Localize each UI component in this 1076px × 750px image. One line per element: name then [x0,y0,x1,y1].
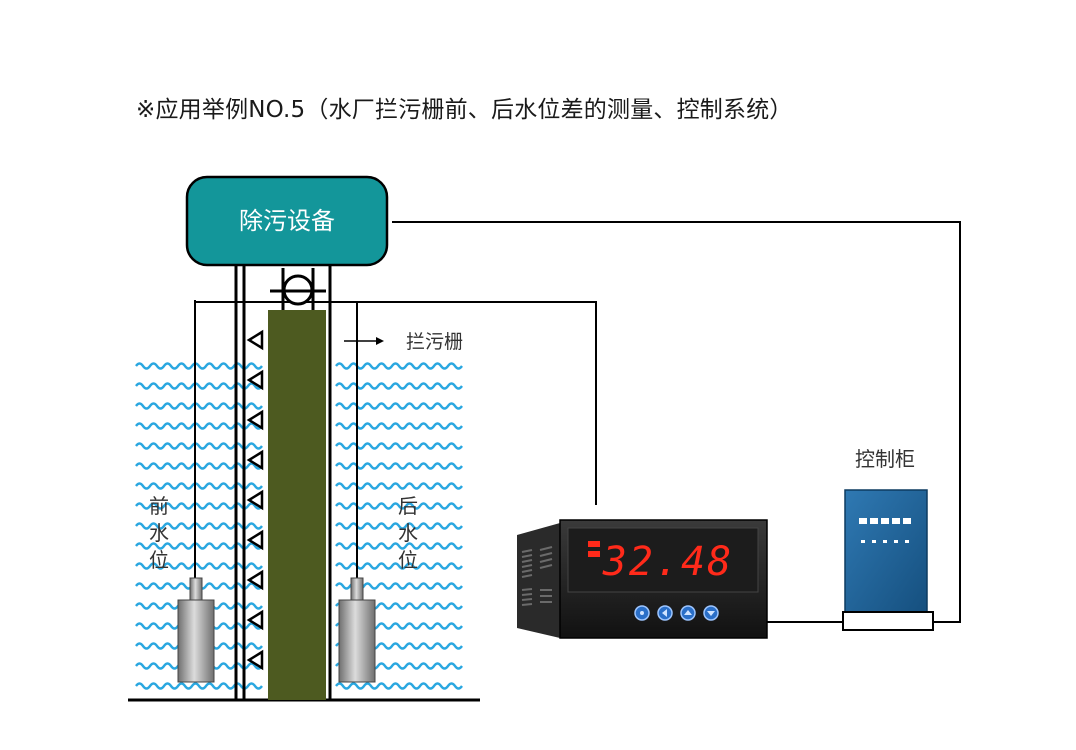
meter-buttons [634,605,719,621]
triangle-marker-icon [246,609,264,631]
triangle-marker-icon [246,369,264,391]
water-wave-right [335,362,463,370]
rear-level-char-3: 位 [398,548,418,572]
front-level-char-2: 水 [149,521,169,545]
rear-level-char-1: 后 [398,494,418,518]
sensor-signal-cable [194,300,597,505]
water-wave-left [135,362,263,370]
display-value: 32.48 [602,539,733,585]
page-title: ※应用举例NO.5（水厂拦污栅前、后水位差的测量、控制系统） [136,97,793,123]
water-wave-right [335,442,463,450]
water-wave-left [135,442,263,450]
flow-markers [246,329,264,671]
triangle-marker-icon [246,569,264,591]
water-wave-left [135,462,263,470]
meter-set-button[interactable] [634,605,650,621]
triangle-marker-icon [246,449,264,471]
front-level-char-3: 位 [149,548,169,572]
meter-left-button[interactable] [657,605,673,621]
water-wave-left [135,682,263,690]
triangle-marker-icon [246,489,264,511]
right-arrow-icon [344,337,384,345]
triangle-marker-icon [246,649,264,671]
water-wave-right [335,402,463,410]
water-wave-left [135,422,263,430]
front-level-char-1: 前 [149,494,169,518]
triangle-marker-icon [246,329,264,351]
water-wave-left [135,402,263,410]
triangle-marker-icon [246,529,264,551]
water-wave-left [135,562,263,570]
water-wave-right [335,382,463,390]
cleaning-equipment-box [185,175,389,267]
water-wave-right [335,482,463,490]
trash-rack-column [268,310,326,700]
control-cabinet [842,489,934,631]
water-wave-right [335,462,463,470]
water-wave-left [135,522,263,530]
rear-level-sensor-icon [338,577,376,683]
water-wave-right [335,682,463,690]
meter-down-button[interactable] [703,605,719,621]
front-level-sensor-icon [177,577,215,683]
meter-up-button[interactable] [680,605,696,621]
equipment-control-cable [392,221,961,623]
pulley-icon [270,268,326,310]
water-wave-left [135,502,263,510]
equipment-label: 除污设备 [239,207,335,235]
water-wave-left [135,542,263,550]
triangle-marker-icon [246,409,264,431]
water-wave-left [135,482,263,490]
water-wave-right [335,422,463,430]
water-wave-left [135,382,263,390]
cabinet-label: 控制柜 [855,447,915,471]
rear-level-char-2: 水 [398,521,418,545]
screen-label: 拦污栅 [406,331,463,353]
